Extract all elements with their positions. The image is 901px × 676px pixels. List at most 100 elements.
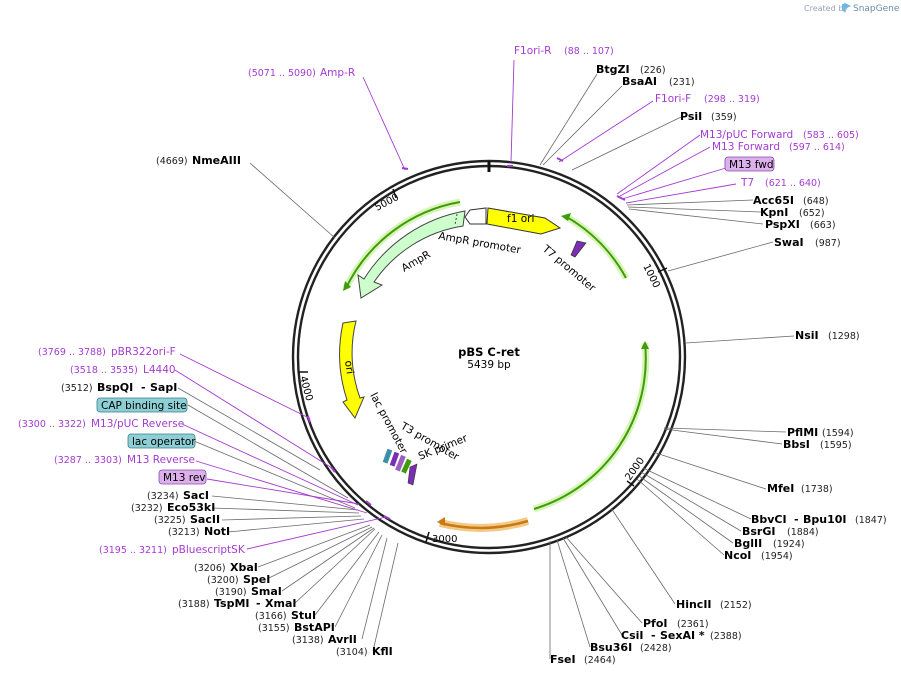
ampr-label: AmpR bbox=[400, 249, 433, 275]
primer-t7: T7 (621 .. 640) bbox=[740, 177, 821, 189]
svg-text:PsiI: PsiI bbox=[680, 110, 702, 123]
svg-text:(3232): (3232) bbox=[131, 503, 163, 514]
svg-text:(3206): (3206) bbox=[194, 563, 226, 574]
svg-text:(3769 .. 3788): (3769 .. 3788) bbox=[38, 347, 106, 358]
svg-text:XbaI: XbaI bbox=[230, 561, 258, 574]
svg-text:(3512): (3512) bbox=[61, 383, 93, 394]
enzyme-fsei: FseI (2464) bbox=[550, 653, 616, 666]
enzyme-nsii: NsiI (1298) bbox=[795, 329, 860, 342]
svg-text:BspQI: BspQI bbox=[97, 381, 133, 394]
enzyme-sacii: (3225) SacII bbox=[154, 513, 220, 526]
svg-text:(1847): (1847) bbox=[855, 515, 887, 526]
ori-label: ori bbox=[342, 360, 356, 375]
svg-text:(2388): (2388) bbox=[710, 631, 742, 642]
box-m13-fwd: M13 fwd bbox=[724, 156, 775, 172]
svg-text:(3234): (3234) bbox=[147, 491, 179, 502]
svg-text:NsiI: NsiI bbox=[795, 329, 819, 342]
svg-text:(987): (987) bbox=[815, 238, 841, 249]
box-m13-rev: M13 rev bbox=[158, 469, 207, 485]
svg-text:SacI: SacI bbox=[183, 489, 209, 502]
svg-text:BstAPI: BstAPI bbox=[294, 621, 335, 634]
svg-text:HincII: HincII bbox=[676, 598, 712, 611]
enzyme-bsrgi: BsrGI (1884) bbox=[742, 525, 819, 538]
svg-text:(3104): (3104) bbox=[336, 647, 368, 658]
enzyme-bspqi-sapi: (3512) BspQI - SapI bbox=[61, 381, 177, 394]
svg-text:(3225): (3225) bbox=[154, 515, 186, 526]
svg-text:(3195 .. 3211): (3195 .. 3211) bbox=[99, 545, 167, 556]
svg-text:(5071 .. 5090): (5071 .. 5090) bbox=[248, 68, 316, 79]
svg-text:Bpu10I: Bpu10I bbox=[803, 513, 847, 526]
primer-m13-reverse: (3287 .. 3303) M13 Reverse bbox=[54, 454, 195, 466]
svg-text:FseI: FseI bbox=[550, 653, 576, 666]
svg-text:(1884): (1884) bbox=[787, 527, 819, 538]
svg-text:3000: 3000 bbox=[432, 534, 457, 545]
svg-text:(583 .. 605): (583 .. 605) bbox=[803, 130, 859, 141]
cds-arc-right bbox=[561, 212, 630, 280]
enzyme-stui: (3166) StuI bbox=[255, 609, 316, 622]
svg-text:(231): (231) bbox=[669, 77, 695, 88]
enzyme-bglii: BglII (1924) bbox=[734, 537, 805, 550]
orange-feature-arc bbox=[437, 517, 530, 532]
svg-text:(359): (359) bbox=[711, 112, 737, 123]
enzyme-kpni: KpnI (652) bbox=[760, 206, 825, 219]
enzyme-swai: SwaI (987) bbox=[774, 236, 841, 249]
svg-text:F1ori-F: F1ori-F bbox=[655, 93, 691, 105]
svg-text:SapI: SapI bbox=[150, 381, 177, 394]
svg-text:PflMI: PflMI bbox=[787, 426, 818, 439]
enzyme-xbai: (3206) XbaI bbox=[194, 561, 258, 574]
enzyme-bsaai: BsaAI (231) bbox=[622, 75, 695, 88]
svg-text:(3200): (3200) bbox=[207, 575, 239, 586]
enzyme-csii-sexai: CsiI - SexAI * (2388) bbox=[621, 629, 742, 642]
svg-text:KflI: KflI bbox=[372, 645, 393, 658]
svg-text:F1ori-R: F1ori-R bbox=[514, 45, 551, 57]
svg-text:Eco53kI: Eco53kI bbox=[167, 501, 215, 514]
enzyme-nmeaiii: (4669) NmeAIII bbox=[156, 154, 241, 167]
primer-f1ori-r: F1ori-R (88 .. 107) bbox=[514, 45, 614, 57]
enzyme-acc65i: Acc65I (648) bbox=[753, 194, 829, 207]
svg-text:BsrGI: BsrGI bbox=[742, 525, 775, 538]
primer-m13-forward: M13 Forward (597 .. 614) bbox=[712, 141, 845, 153]
primer-m13-puc-forward: M13/pUC Forward (583 .. 605) bbox=[700, 129, 859, 141]
svg-text:CAP binding site: CAP binding site bbox=[101, 400, 187, 412]
plasmid-size: 5439 bp bbox=[467, 359, 511, 371]
enzyme-bbsi: BbsI (1595) bbox=[783, 438, 852, 451]
svg-text:(648): (648) bbox=[803, 196, 829, 207]
svg-text:PfoI: PfoI bbox=[643, 617, 668, 630]
svg-text:-: - bbox=[651, 629, 656, 642]
primer-amp-r: (5071 .. 5090) Amp-R bbox=[248, 67, 355, 79]
svg-text:KpnI: KpnI bbox=[760, 206, 788, 219]
leader-lines bbox=[177, 73, 795, 659]
svg-text:TspMI: TspMI bbox=[214, 597, 250, 610]
svg-text:(3213): (3213) bbox=[168, 527, 200, 538]
enzyme-eco53ki: (3232) Eco53kI bbox=[131, 501, 215, 514]
ampr-divider bbox=[454, 213, 458, 226]
primer-l4440: (3518 .. 3535) L4440 bbox=[70, 364, 176, 376]
svg-text:lac operator: lac operator bbox=[132, 436, 196, 448]
svg-text:-: - bbox=[256, 597, 261, 610]
svg-text:(621 .. 640): (621 .. 640) bbox=[765, 178, 821, 189]
cds-arc-lower-right bbox=[532, 341, 650, 513]
svg-text:(226): (226) bbox=[640, 65, 666, 76]
svg-text:Bsu36I: Bsu36I bbox=[590, 641, 632, 654]
svg-text:AvrII: AvrII bbox=[328, 633, 357, 646]
enzyme-bbvci-bpu10i: BbvCI - Bpu10I (1847) bbox=[751, 513, 887, 526]
svg-text:NotI: NotI bbox=[204, 525, 230, 538]
svg-text:M13 rev: M13 rev bbox=[163, 472, 206, 484]
svg-text:SexAI *: SexAI * bbox=[660, 629, 705, 642]
svg-text:StuI: StuI bbox=[291, 609, 316, 622]
svg-text:(2152): (2152) bbox=[720, 600, 752, 611]
enzyme-pflmi: PflMI (1594) bbox=[787, 426, 854, 439]
svg-text:(652): (652) bbox=[799, 208, 825, 219]
svg-text:CsiI: CsiI bbox=[621, 629, 643, 642]
svg-text:M13/pUC Forward: M13/pUC Forward bbox=[700, 129, 793, 141]
svg-text:XmaI: XmaI bbox=[265, 597, 296, 610]
svg-text:(4669): (4669) bbox=[156, 156, 188, 167]
svg-text:BsaAI: BsaAI bbox=[622, 75, 657, 88]
plasmid-name: pBS C-ret bbox=[458, 345, 520, 359]
svg-text:(1298): (1298) bbox=[828, 331, 860, 342]
svg-text:(3300 .. 3322): (3300 .. 3322) bbox=[18, 419, 86, 430]
svg-text:pBluescriptSK: pBluescriptSK bbox=[172, 544, 246, 556]
t7-promoter-label: T7 promoter bbox=[539, 242, 598, 294]
enzyme-mfei: MfeI (1738) bbox=[767, 482, 833, 495]
